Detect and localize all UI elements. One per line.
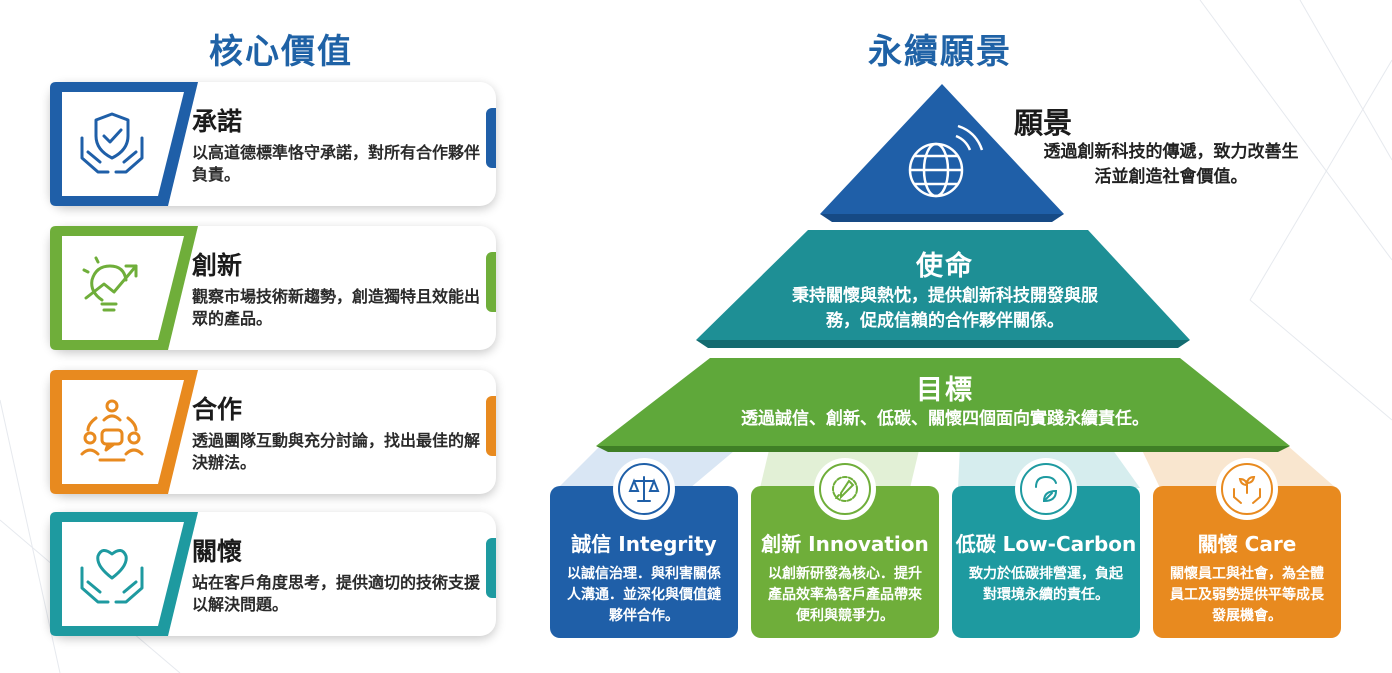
pillar-title: 低碳 Low-Carbon [955,532,1137,556]
pillar-title: 誠信 Integrity [571,532,717,556]
goal-desc: 透過誠信、創新、低碳、關懷四個面向實踐永續責任。 [741,409,1149,429]
lightbulb-growth-icon [82,256,138,312]
globe-signal-icon [908,124,984,198]
vision-label: 願景 [1014,106,1073,140]
value-name: 合作 [192,395,243,424]
value-card-cooperation: 合作 透過團隊互動與充分討論，找出最佳的解決辦法。 [50,370,496,494]
pillar-desc: 關懷員工與社會，為全體員工及弱勢提供平等成長發展機會。 [1170,566,1324,624]
mission-desc-line: 務，促成信賴的合作夥伴關係。 [826,311,1064,331]
shield-hands-icon [80,112,144,174]
core-values-title: 核心價值 [209,32,353,72]
value-card-innovation: 創新 觀察市場技術新趨勢，創造獨特且效能出眾的產品。 [50,226,496,350]
pillar-low-carbon: 低碳 Low-Carbon 致力於低碳排營運，負起對環境永續的責任。 [952,486,1140,638]
mission-tier [696,230,1190,340]
value-desc: 觀察市場技術新趨勢，創造獨特且效能出眾的產品。 [192,287,481,328]
co2-leaf-icon [1015,458,1077,520]
pillar-care: 關懷 Care 關懷員工與社會，為全體員工及弱勢提供平等成長發展機會。 [1153,486,1341,638]
mission-title: 使命 [916,251,974,282]
value-card-care: 關懷 站在客戶角度思考，提供適切的技術支援以解決問題。 [50,512,496,636]
vision-pyramid-title: 永續願景 [868,32,1012,72]
scales-icon [613,458,675,520]
mission-desc-line: 秉持關懷與熱忱，提供創新科技開發與服 [792,286,1098,306]
mission-desc: 秉持關懷與熱忱，提供創新科技開發與服 務，促成信賴的合作夥伴關係。 [740,284,1150,334]
pillar-desc: 致力於低碳排營運，負起對環境永續的責任。 [969,566,1123,603]
heart-hands-icon [80,549,144,604]
team-discussion-icon [80,399,144,462]
pillar-desc: 以創新研發為核心．提升產品效率為客戶產品帶來便利與競爭力。 [768,566,922,624]
goal-title: 目標 [916,375,974,406]
value-desc: 站在客戶角度思考，提供適切的技術支援以解決問題。 [192,573,481,614]
pillar-desc: 以誠信治理．與利害關係人溝通．並深化與價值鏈夥伴合作。 [567,566,721,624]
value-name: 創新 [192,251,243,280]
goal-tier [596,358,1290,446]
pillar-title: 關懷 Care [1197,532,1297,556]
pillar-title: 創新 Innovation [761,532,929,556]
plant-hands-icon [1216,458,1278,520]
value-card-commitment: 承諾 以高道德標準恪守承諾，對所有合作夥伴負責。 [50,82,496,206]
pillar-innovation: 創新 Innovation 以創新研發為核心．提升產品效率為客戶產品帶來便利與競… [751,486,939,638]
value-desc: 以高道德標準恪守承諾，對所有合作夥伴負責。 [192,143,481,184]
vision-desc: 透過創新科技的傳遞，致力改善生活並創造社會價值。 [1043,142,1299,187]
value-name: 承諾 [192,107,243,136]
rocket-gear-icon [814,458,876,520]
value-desc: 透過團隊互動與充分討論，找出最佳的解決辦法。 [192,431,481,472]
value-name: 關懷 [192,537,243,566]
